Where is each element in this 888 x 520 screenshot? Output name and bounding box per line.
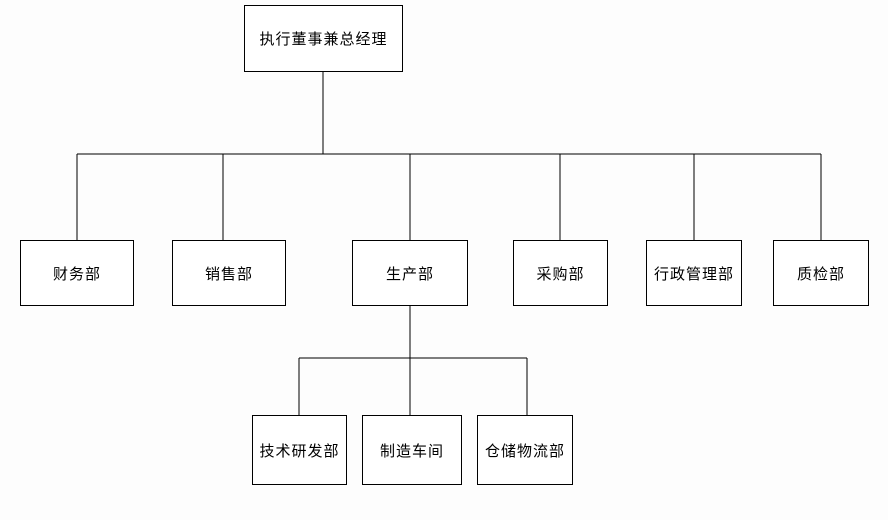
org-node-label: 仓储物流部 — [484, 442, 565, 460]
org-node-quality[interactable]: 质检部 — [773, 240, 869, 306]
org-node-procurement[interactable]: 采购部 — [513, 240, 608, 306]
org-node-label: 质检部 — [796, 265, 845, 283]
org-node-finance[interactable]: 财务部 — [20, 240, 134, 306]
org-node-rnd[interactable]: 技术研发部 — [252, 415, 347, 485]
org-node-label: 采购部 — [536, 265, 585, 283]
org-node-label: 行政管理部 — [653, 265, 734, 283]
org-node-label: 制造车间 — [379, 442, 444, 460]
org-node-workshop[interactable]: 制造车间 — [362, 415, 462, 485]
org-node-root[interactable]: 执行董事兼总经理 — [244, 5, 403, 72]
org-node-logistics[interactable]: 仓储物流部 — [477, 415, 573, 485]
org-node-admin[interactable]: 行政管理部 — [646, 240, 742, 306]
org-node-label: 财务部 — [52, 265, 101, 283]
org-node-sales[interactable]: 销售部 — [172, 240, 286, 306]
org-node-label: 技术研发部 — [259, 442, 340, 460]
org-node-label: 销售部 — [204, 265, 253, 283]
org-node-production[interactable]: 生产部 — [352, 240, 468, 306]
org-node-label: 执行董事兼总经理 — [259, 31, 388, 48]
org-node-label: 生产部 — [385, 265, 434, 283]
